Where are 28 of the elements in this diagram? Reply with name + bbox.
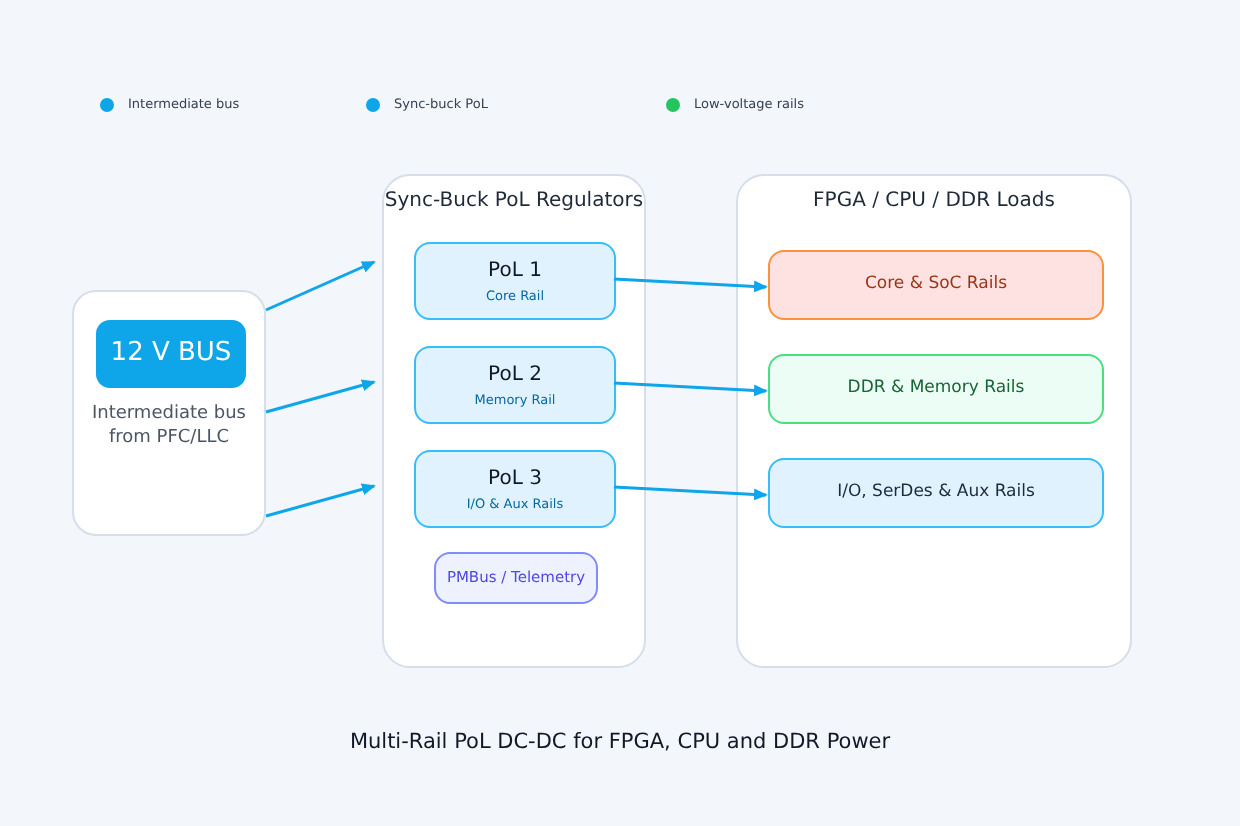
group-title: FPGA / CPU / DDR Loads <box>813 188 1055 214</box>
regulator-box <box>414 450 616 528</box>
source-caption: Intermediate bus from PFC/LLC <box>89 404 249 451</box>
bus-label: 12 V BUS <box>110 337 232 371</box>
group-panel <box>382 174 646 668</box>
regulator-box <box>414 346 616 424</box>
group-title: Sync-Buck PoL Regulators <box>384 188 644 214</box>
load-label: I/O, SerDes & Aux Rails <box>837 481 1035 505</box>
arrow <box>265 260 376 312</box>
load-box <box>768 250 1104 320</box>
group-panel <box>736 174 1132 668</box>
arrow <box>265 483 376 518</box>
regulator-label: PoL 3 <box>488 465 542 492</box>
load-label: Core & SoC Rails <box>864 273 1008 297</box>
telemetry-box <box>434 552 598 604</box>
arrow <box>613 381 768 397</box>
bus-badge <box>96 320 246 388</box>
load-box <box>768 354 1104 424</box>
regulator-label: PoL 2 <box>488 361 542 388</box>
load-box <box>768 458 1104 528</box>
arrow <box>613 485 768 501</box>
arrow <box>613 277 768 293</box>
load-label: DDR & Memory Rails <box>847 377 1025 401</box>
regulator-label: PoL 1 <box>488 257 542 284</box>
source-card <box>72 290 266 536</box>
regulator-box <box>414 242 616 320</box>
arrow <box>265 379 376 414</box>
caption: Multi-Rail PoL DC-DC for FPGA, CPU and DDR Power <box>347 730 893 754</box>
